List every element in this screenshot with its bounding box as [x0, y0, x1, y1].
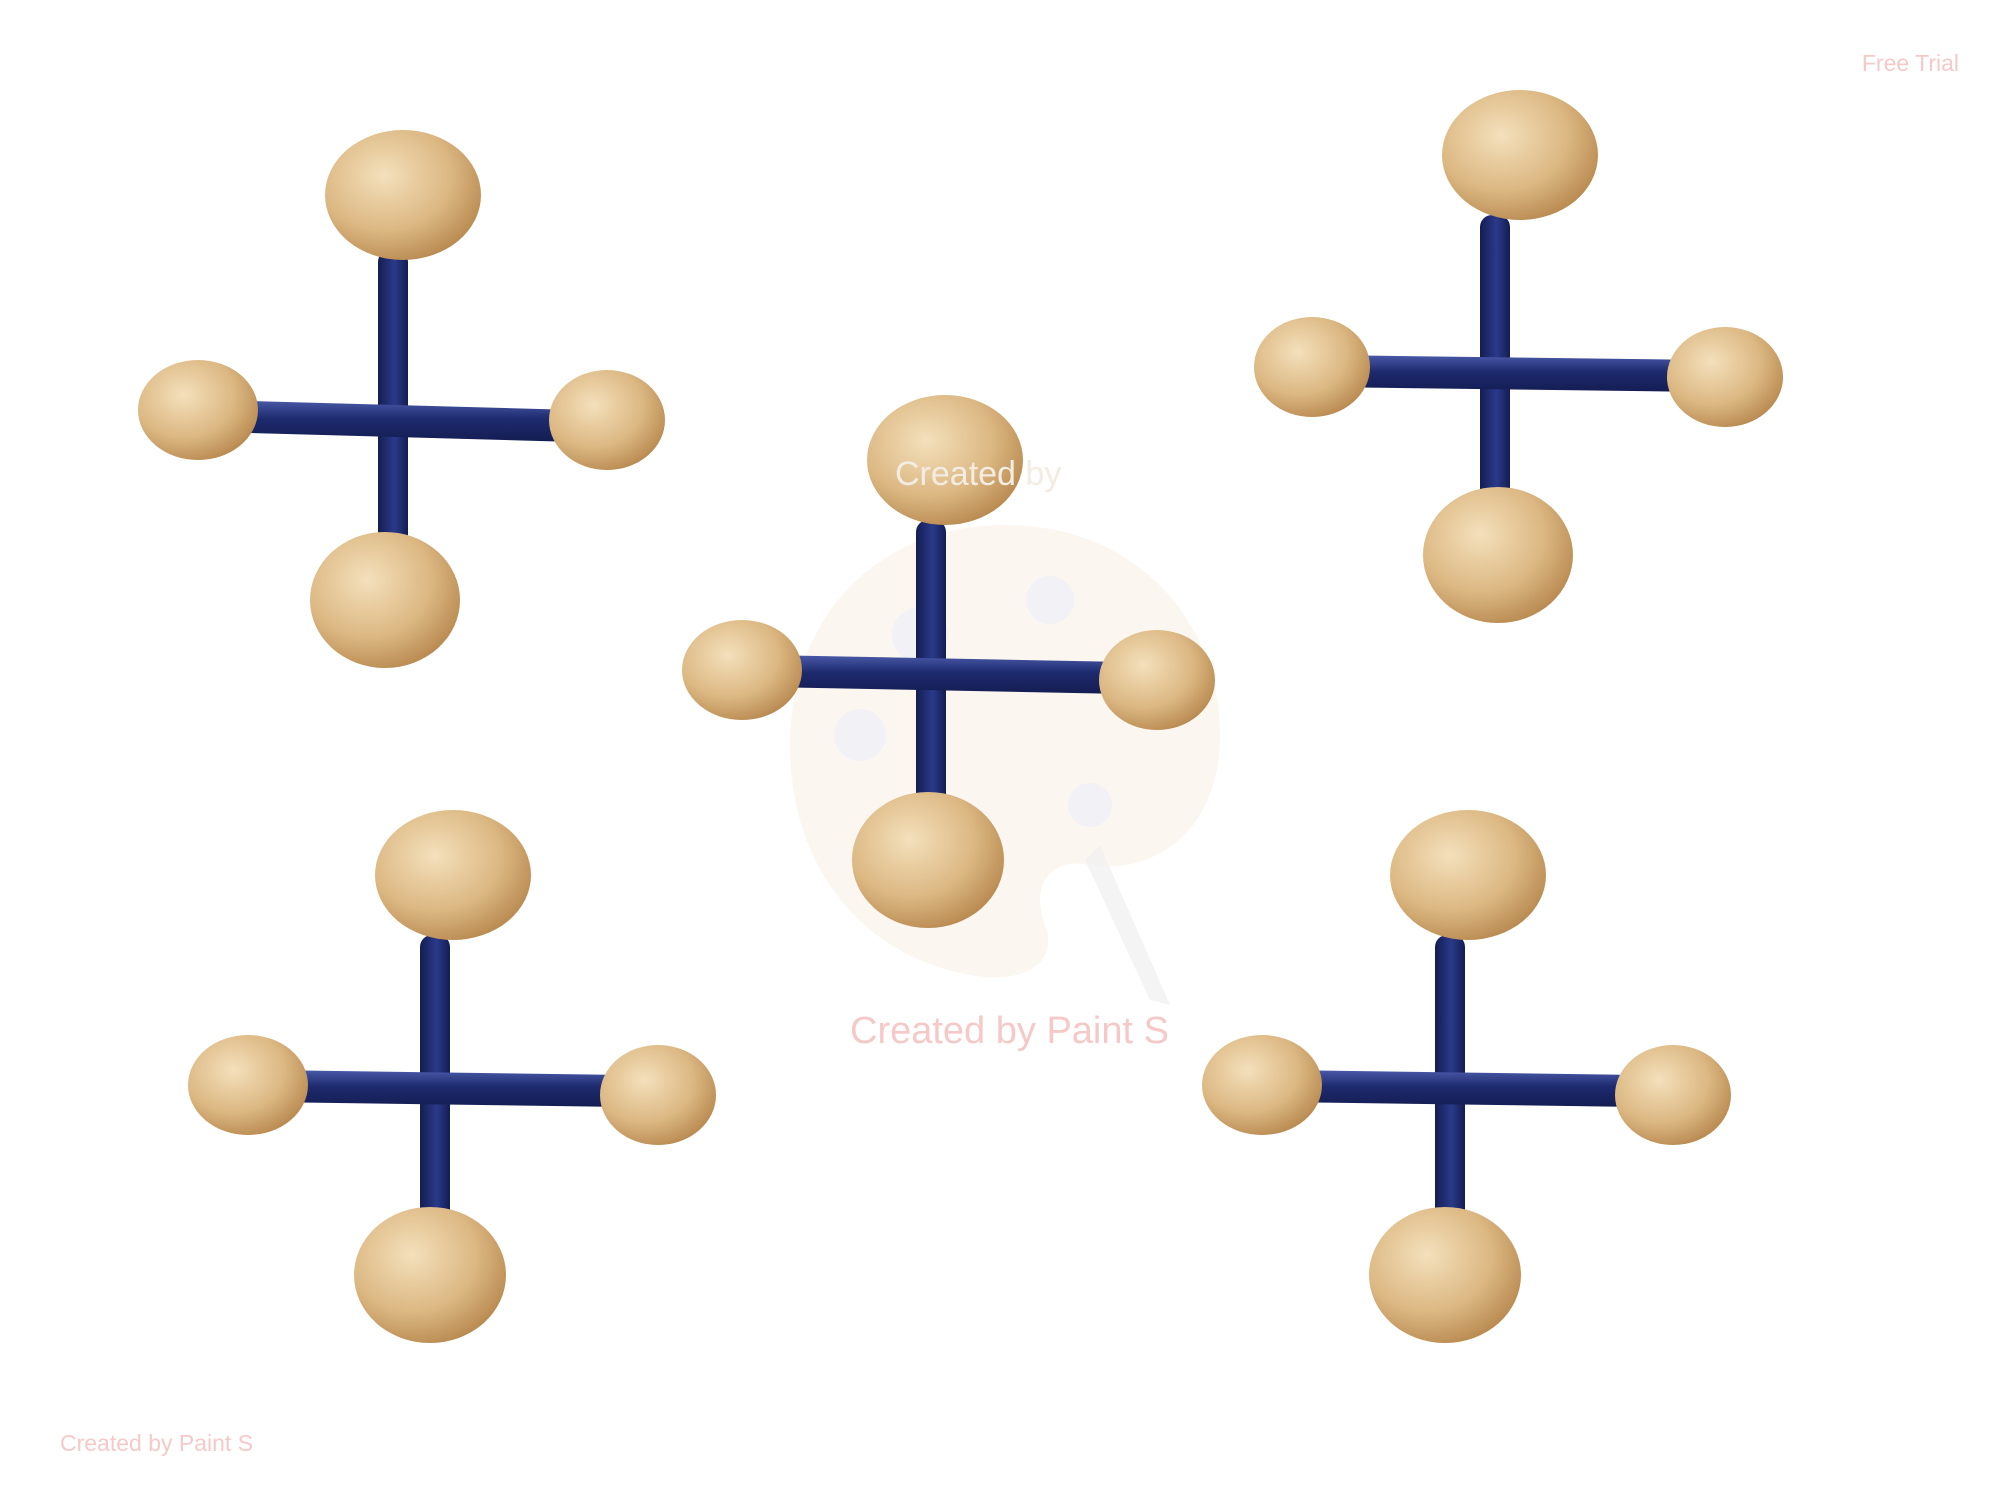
center-faint-watermark: Created by: [895, 455, 1062, 493]
free-trial-watermark: Free Trial: [1861, 50, 1959, 76]
wooden-jack: [1254, 90, 1783, 623]
bottom-left-watermark: Created by Paint S: [60, 1430, 254, 1456]
center-watermark: Created by Paint S: [850, 1010, 1169, 1052]
wooden-jack: [138, 130, 665, 668]
wooden-jack: [1202, 810, 1731, 1343]
wooden-jack: [188, 810, 716, 1343]
wooden-jack: [682, 395, 1215, 928]
